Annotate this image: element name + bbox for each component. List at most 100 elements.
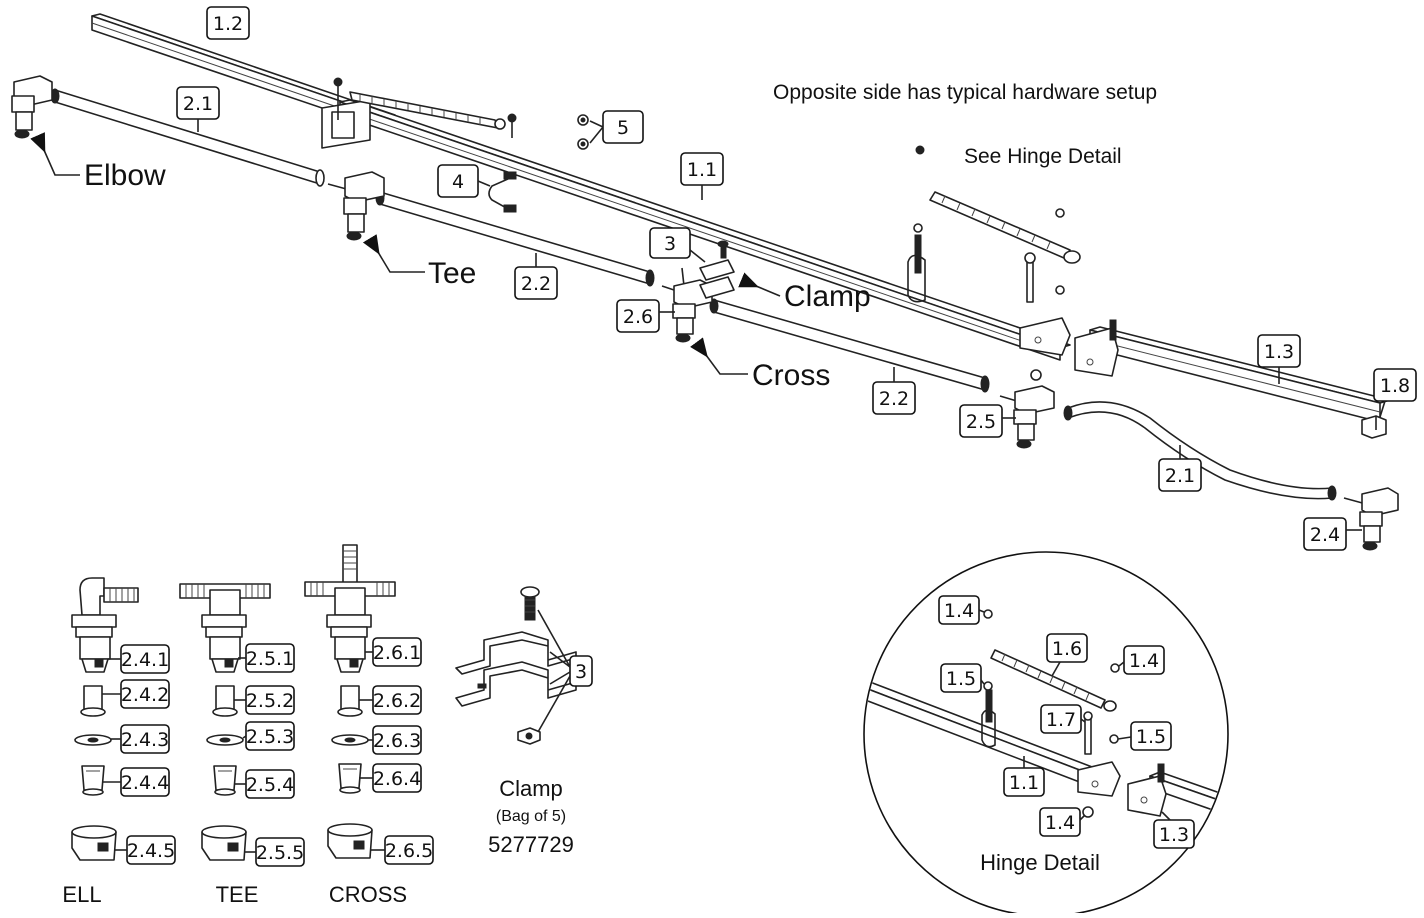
svg-text:1.8: 1.8 xyxy=(1380,375,1410,397)
cross-part-2-6-2 xyxy=(337,685,363,717)
svg-text:1.5: 1.5 xyxy=(1136,726,1166,748)
callout-1-3: 1.3 xyxy=(1257,334,1301,384)
clamp-title: Clamp xyxy=(499,776,563,801)
elbow-label: Elbow xyxy=(84,159,166,192)
clamp-kit xyxy=(455,586,577,745)
u-bolt-4 xyxy=(488,171,517,213)
hose-2-2-b xyxy=(709,298,990,393)
tee-fitting-body xyxy=(179,583,271,673)
callout-2-5-5: 2.5.5 xyxy=(244,837,305,867)
svg-text:2.6: 2.6 xyxy=(623,306,653,328)
svg-text:2.6.2: 2.6.2 xyxy=(373,690,421,712)
tube-1-2 xyxy=(91,13,396,131)
svg-text:2.4.2: 2.4.2 xyxy=(121,684,169,706)
clamp-arrow: Clamp xyxy=(738,272,871,313)
svg-text:3: 3 xyxy=(575,661,587,683)
svg-text:2.6.5: 2.6.5 xyxy=(385,840,433,862)
cross-fitting-body xyxy=(304,544,396,673)
tee-caption: TEE xyxy=(216,882,259,907)
svg-text:2.5.5: 2.5.5 xyxy=(256,842,304,864)
callout-2-4-5: 2.4.5 xyxy=(114,835,176,865)
svg-text:1.4: 1.4 xyxy=(944,600,974,622)
callout-3: 3 xyxy=(649,227,706,263)
svg-text:2.1: 2.1 xyxy=(1165,465,1195,487)
callout-2-6-3: 2.6.3 xyxy=(368,725,422,755)
cross-part-2-6-3 xyxy=(331,734,369,746)
cross-arrow: Cross xyxy=(690,337,830,392)
ell-part-2-4-5 xyxy=(71,825,117,861)
hose-2-1-left xyxy=(50,88,325,187)
callout-2-6-4: 2.6.4 xyxy=(359,763,422,793)
svg-text:2.5.4: 2.5.4 xyxy=(246,774,294,796)
tee-arrow: Tee xyxy=(362,234,476,290)
callout-4: 4 xyxy=(437,164,491,198)
callout-h-1-3: 1.3 xyxy=(1153,811,1195,849)
hinge-spring-main xyxy=(907,145,1119,381)
callout-2-4: 2.4 xyxy=(1303,517,1362,551)
cross-fitting-mid xyxy=(661,240,735,343)
callout-5: 5 xyxy=(589,110,644,144)
svg-text:1.7: 1.7 xyxy=(1046,709,1076,731)
callout-2-6-2: 2.6.2 xyxy=(359,685,422,715)
callout-2-4-1: 2.4.1 xyxy=(108,644,170,674)
tee-part-2-5-3 xyxy=(206,734,244,746)
tube-1-3 xyxy=(1089,326,1391,423)
ell-part-2-4-2 xyxy=(80,685,106,717)
svg-text:2.4.1: 2.4.1 xyxy=(121,649,169,671)
callout-2-4-4: 2.4.4 xyxy=(102,767,170,797)
callout-h-1-1: 1.1 xyxy=(1003,756,1045,797)
hose-2-1-right xyxy=(1063,401,1337,501)
callout-1-8: 1.8 xyxy=(1373,368,1417,418)
svg-text:4: 4 xyxy=(452,171,464,193)
callout-2-6: 2.6 xyxy=(616,299,675,333)
callout-2-5: 2.5 xyxy=(959,404,1016,438)
tee-fitting-right xyxy=(999,385,1055,449)
callout-2-5-3: 2.5.3 xyxy=(242,721,295,751)
callout-2-5-2: 2.5.2 xyxy=(234,685,295,715)
svg-text:2.5.1: 2.5.1 xyxy=(246,648,294,670)
svg-text:2.6.4: 2.6.4 xyxy=(373,768,421,790)
tube-1-1 xyxy=(339,99,1071,361)
callout-2-6-1: 2.6.1 xyxy=(365,637,422,667)
svg-text:2.5.2: 2.5.2 xyxy=(246,690,294,712)
callout-h-1-5-a: 1.5 xyxy=(940,663,985,693)
spring-bracket-left xyxy=(321,77,371,149)
svg-text:1.4: 1.4 xyxy=(1045,812,1075,834)
tee-fitting-mid xyxy=(327,171,385,241)
end-cap-1-8 xyxy=(1361,415,1387,439)
spring-top xyxy=(349,91,517,138)
elbow-fitting-right xyxy=(1343,487,1399,551)
svg-text:2.4: 2.4 xyxy=(1310,524,1340,546)
svg-text:1.1: 1.1 xyxy=(687,159,717,181)
callout-2-5-1: 2.5.1 xyxy=(238,643,295,673)
callout-2-2-a: 2.2 xyxy=(514,253,558,300)
ell-caption: ELL xyxy=(62,882,101,907)
svg-text:2.4.4: 2.4.4 xyxy=(121,772,169,794)
callout-2-4-2: 2.4.2 xyxy=(102,679,170,709)
callout-2-4-3: 2.4.3 xyxy=(111,724,170,754)
hinge-detail-title: Hinge Detail xyxy=(980,850,1100,875)
svg-text:2.6.1: 2.6.1 xyxy=(373,642,421,664)
svg-text:2.6.3: 2.6.3 xyxy=(373,730,421,752)
cross-label: Cross xyxy=(752,359,830,392)
tee-label: Tee xyxy=(428,257,476,290)
callout-2-1-right: 2.1 xyxy=(1158,445,1202,492)
svg-text:5: 5 xyxy=(617,117,629,139)
svg-text:2.4.3: 2.4.3 xyxy=(121,729,169,751)
svg-text:2.1: 2.1 xyxy=(183,93,213,115)
svg-text:3: 3 xyxy=(664,233,676,255)
svg-text:2.2: 2.2 xyxy=(879,388,909,410)
elbow-arrow: Elbow xyxy=(30,132,166,192)
cross-caption: CROSS xyxy=(329,882,407,907)
callout-3-clamp: 3 xyxy=(537,609,593,733)
clamp-label: Clamp xyxy=(784,280,871,313)
svg-text:1.3: 1.3 xyxy=(1159,824,1189,846)
callout-1-1: 1.1 xyxy=(680,152,724,200)
callout-2-1-left: 2.1 xyxy=(176,86,220,132)
clamp-part-number: 5277729 xyxy=(488,832,574,857)
tee-part-2-5-2 xyxy=(212,685,238,717)
svg-text:2.5: 2.5 xyxy=(966,411,996,433)
callout-h-1-7: 1.7 xyxy=(1040,704,1086,734)
